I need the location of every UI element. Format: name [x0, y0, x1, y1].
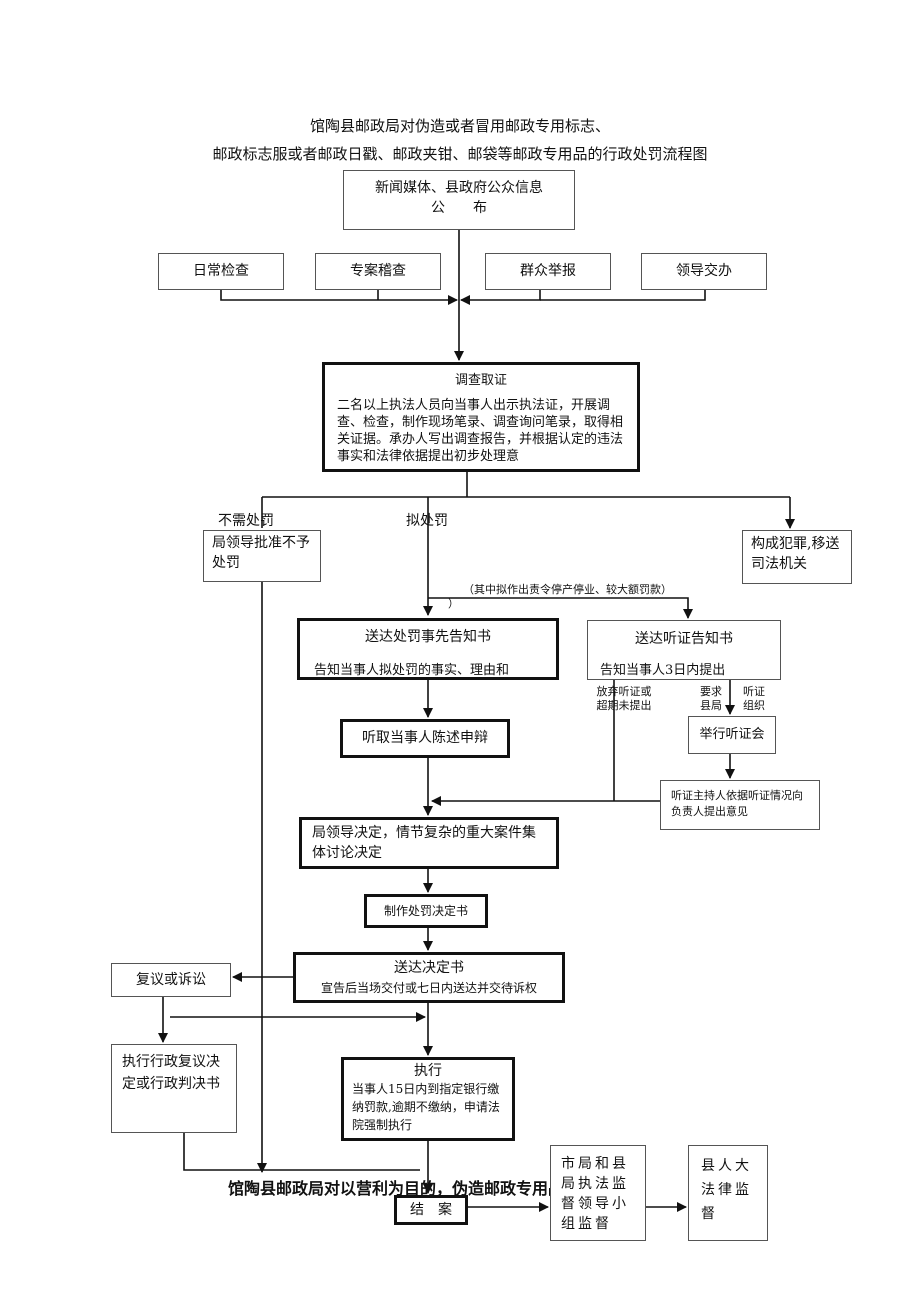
investigation-title: 调查取证	[454, 373, 507, 388]
page-title-line-2: 邮政标志服或者邮政日戳、邮政夹钳、邮袋等邮政专用品的行政处罚流程图	[212, 145, 708, 163]
host-opinion-box: 听证主持人依据听证情况向负责人提出意见	[660, 780, 820, 830]
no-penalty-label: 不需处罚	[218, 513, 274, 529]
hearing-notice-box: 送达听证告知书 告知当事人3日内提出	[587, 620, 781, 680]
deliver-decision-box: 送达决定书 宣告后当场交付或七日内送达并交待诉权	[293, 952, 565, 1003]
close-case-box: 结 案	[394, 1195, 468, 1225]
leader-decision-box: 局领导决定，情节复杂的重大案件集体讨论决定	[299, 817, 559, 869]
prior-notice-title: 送达处罚事先告知书	[365, 629, 491, 645]
hold-hearing-box: 举行听证会	[688, 716, 776, 754]
request-label: 要求县局	[700, 685, 722, 712]
bracket-close: ）	[448, 597, 459, 610]
organize-label: 听证组织	[743, 685, 765, 712]
page-title-line-1: 馆陶县邮政局对伪造或者冒用邮政专用标志、	[309, 117, 610, 135]
investigation-box: 调查取证 二名以上执法人员向当事人出示执法证，开展调查、检查，制作现场笔录、调查…	[322, 362, 640, 472]
statement-box: 听取当事人陈述申辩	[340, 719, 510, 758]
execute-review-box: 执行行政复议决定或行政判决书	[111, 1044, 237, 1133]
public-report-box: 群众举报	[485, 253, 611, 290]
investigation-body: 二名以上执法人员向当事人出示执法证，开展调查、检查，制作现场笔录、调查询问笔录，…	[337, 398, 624, 464]
execution-title: 执行	[414, 1063, 442, 1079]
deliver-decision-body: 宣告后当场交付或七日内送达并交待诉权	[320, 981, 537, 995]
execution-box: 执行 当事人15日内到指定银行缴纳罚款,逾期不缴纳，申请法院强制执行	[341, 1057, 515, 1141]
make-decision-box: 制作处罚决定书	[364, 894, 488, 928]
prior-notice-box: 送达处罚事先告知书 告知当事人拟处罚的事实、理由和	[297, 618, 559, 680]
daily-check-box: 日常检查	[158, 253, 284, 290]
hearing-notice-title: 送达听证告知书	[635, 631, 733, 647]
bracket-note: （其中拟作出责令停产停业、较大额罚款）	[463, 583, 672, 596]
hearing-notice-body: 告知当事人3日内提出	[600, 663, 726, 678]
county-congress-supervision-box: 县人大法律监督	[688, 1145, 768, 1241]
no-penalty-approve-box: 局领导批准不予处罚	[203, 530, 321, 582]
leader-assign-box: 领导交办	[641, 253, 767, 290]
overlapping-title-text: 馆陶县邮政局对以营利为目的，伪造邮政专用品的行政许可	[228, 1179, 645, 1198]
waive-hearing-label: 放弃听证或超期未提出	[596, 685, 652, 712]
review-litigation-box: 复议或诉讼	[111, 963, 231, 997]
deliver-decision-title: 送达决定书	[394, 960, 464, 976]
media-publish-line-2: 公 布	[431, 200, 487, 216]
plan-penalty-label: 拟处罚	[406, 513, 448, 529]
media-publish-line-1: 新闻媒体、县政府公众信息	[375, 180, 543, 196]
media-publish-box: 新闻媒体、县政府公众信息 公 布	[343, 170, 575, 230]
special-check-box: 专案稽查	[315, 253, 441, 290]
crime-transfer-box: 构成犯罪,移送司法机关	[742, 530, 852, 584]
execution-body: 当事人15日内到指定银行缴纳罚款,逾期不缴纳，申请法院强制执行	[352, 1082, 500, 1132]
prior-notice-body: 告知当事人拟处罚的事实、理由和	[314, 663, 510, 678]
city-county-supervision-box: 市局和县局执法监督领导小组监督	[550, 1145, 646, 1241]
